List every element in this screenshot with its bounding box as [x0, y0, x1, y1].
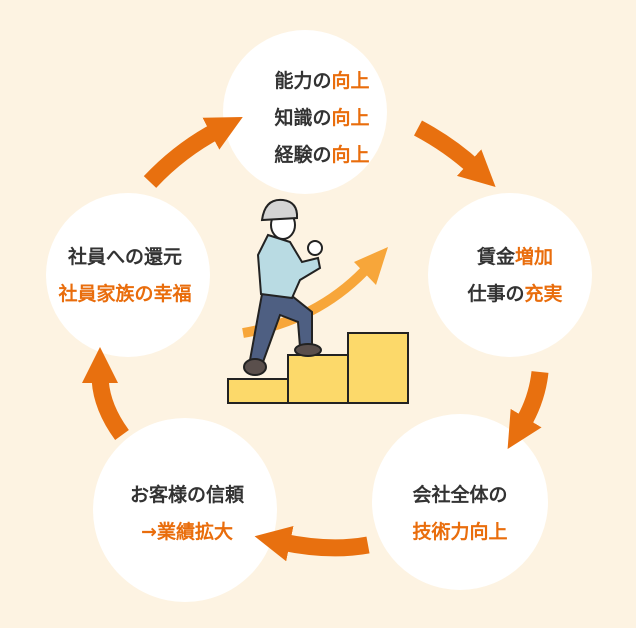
cycle-arrow-bottom-right-to-bottom-left [254, 526, 370, 562]
node-circle-left [46, 193, 210, 357]
svg-text:社員への還元: 社員への還元 [67, 245, 182, 268]
cycle-arrow-right-to-bottom-right [507, 370, 549, 450]
climbing-worker-illustration [227, 198, 409, 404]
svg-text:社員家族の幸福: 社員家族の幸福 [57, 282, 191, 305]
svg-text:お客様の信頼: お客様の信頼 [130, 483, 245, 506]
step-1 [227, 378, 289, 404]
svg-text:賃金増加: 賃金増加 [476, 245, 553, 268]
svg-text:知識の向上: 知識の向上 [274, 106, 369, 129]
svg-text:経験の向上: 経験の向上 [274, 143, 369, 166]
svg-text:会社全体の: 会社全体の [412, 483, 507, 506]
cycle-arrow-left-to-top [143, 116, 243, 188]
cycle-arrow-bottom-left-to-left [82, 347, 129, 441]
helmet-icon [260, 198, 299, 222]
node-top-text: 能力の向上 知識の向上 経験の向上 [274, 69, 369, 166]
svg-text:仕事の充実: 仕事の充実 [466, 282, 562, 305]
step-3 [347, 332, 409, 404]
step-2 [287, 354, 349, 404]
node-bottom-left-text: お客様の信頼 →業績拡大 [130, 483, 245, 543]
svg-text:能力の向上: 能力の向上 [274, 69, 369, 92]
svg-text:→業績拡大: →業績拡大 [141, 520, 233, 543]
cycle-arrow-top-to-right [413, 120, 496, 187]
node-right-text: 賃金増加 仕事の充実 [466, 245, 562, 305]
node-circle-top [223, 30, 387, 194]
node-circle-bottom-right [372, 414, 548, 590]
node-circle-bottom-left [93, 418, 277, 602]
svg-text:技術力向上: 技術力向上 [412, 520, 507, 543]
node-circle-right [428, 193, 592, 357]
node-bottom-right-text: 会社全体の 技術力向上 [412, 483, 507, 543]
node-left-text: 社員への還元 社員家族の幸福 [57, 245, 191, 305]
